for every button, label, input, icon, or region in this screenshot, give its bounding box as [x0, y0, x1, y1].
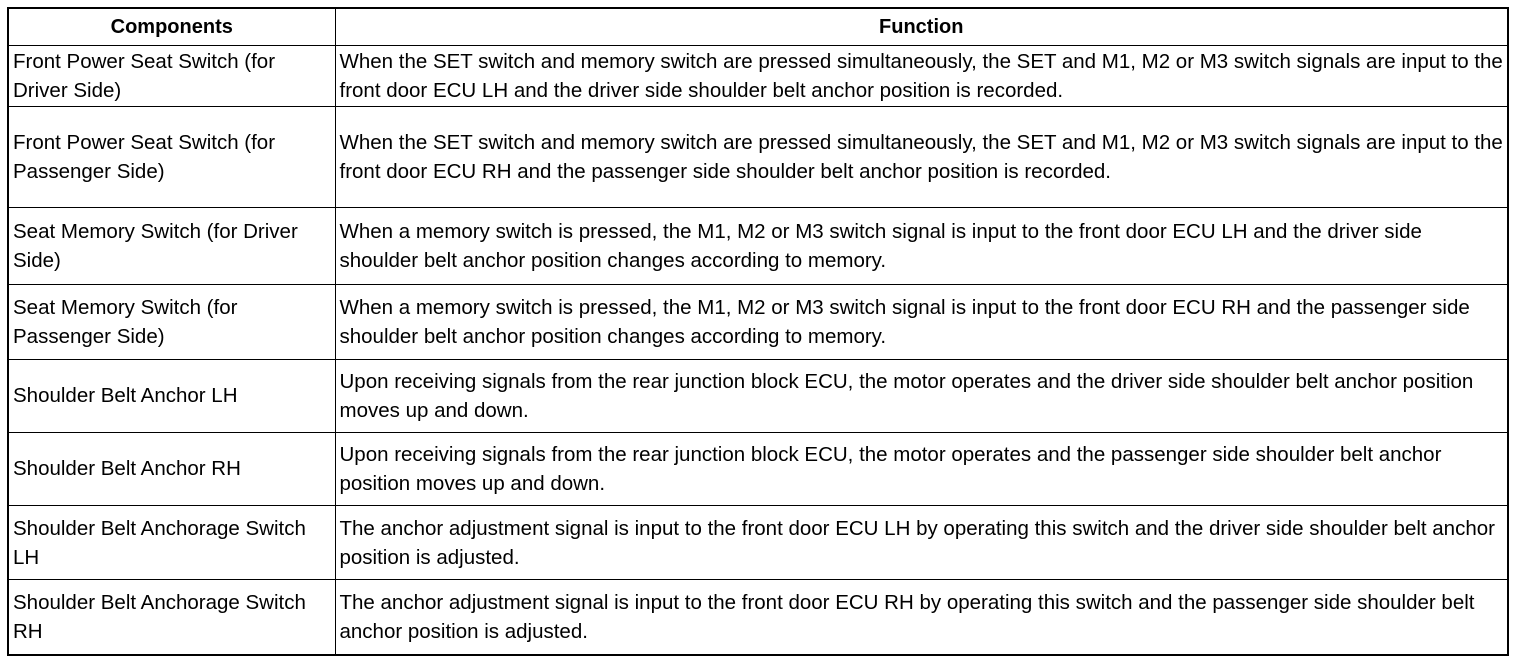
table-row: Shoulder Belt Anchor RH Upon receiving s…: [9, 431, 1507, 506]
function-cell: Upon receiving signals from the rear jun…: [334, 358, 1507, 433]
function-cell: When the SET switch and memory switch ar…: [334, 45, 1507, 107]
table-row: Front Power Seat Switch (for Passenger S…: [9, 105, 1507, 208]
function-cell: When a memory switch is pressed, the M1,…: [334, 284, 1507, 360]
function-cell: When the SET switch and memory switch ar…: [334, 105, 1507, 208]
components-function-table: Components Function Front Power Seat Swi…: [9, 9, 1507, 654]
function-cell: Upon receiving signals from the rear jun…: [334, 431, 1507, 506]
table-row: Shoulder Belt Anchorage Switch RH The an…: [9, 579, 1507, 654]
table-header-row: Components Function: [9, 9, 1507, 46]
component-cell: Front Power Seat Switch (for Driver Side…: [9, 45, 336, 107]
header-function: Function: [334, 9, 1507, 46]
component-cell: Shoulder Belt Anchor RH: [9, 431, 336, 506]
components-function-table-frame: Components Function Front Power Seat Swi…: [7, 7, 1509, 656]
table-row: Seat Memory Switch (for Driver Side) Whe…: [9, 206, 1507, 286]
component-cell: Seat Memory Switch (for Passenger Side): [9, 284, 336, 360]
function-cell: The anchor adjustment signal is input to…: [334, 579, 1507, 654]
component-cell: Seat Memory Switch (for Driver Side): [9, 206, 336, 286]
table-row: Seat Memory Switch (for Passenger Side) …: [9, 284, 1507, 360]
function-cell: When a memory switch is pressed, the M1,…: [334, 206, 1507, 286]
table-row: Shoulder Belt Anchor LH Upon receiving s…: [9, 358, 1507, 433]
component-cell: Front Power Seat Switch (for Passenger S…: [9, 105, 336, 208]
table-row: Front Power Seat Switch (for Driver Side…: [9, 45, 1507, 107]
table-row: Shoulder Belt Anchorage Switch LH The an…: [9, 504, 1507, 581]
function-cell: The anchor adjustment signal is input to…: [334, 504, 1507, 581]
header-components: Components: [9, 9, 336, 46]
component-cell: Shoulder Belt Anchorage Switch RH: [9, 579, 336, 654]
component-cell: Shoulder Belt Anchorage Switch LH: [9, 504, 336, 581]
component-cell: Shoulder Belt Anchor LH: [9, 358, 336, 433]
